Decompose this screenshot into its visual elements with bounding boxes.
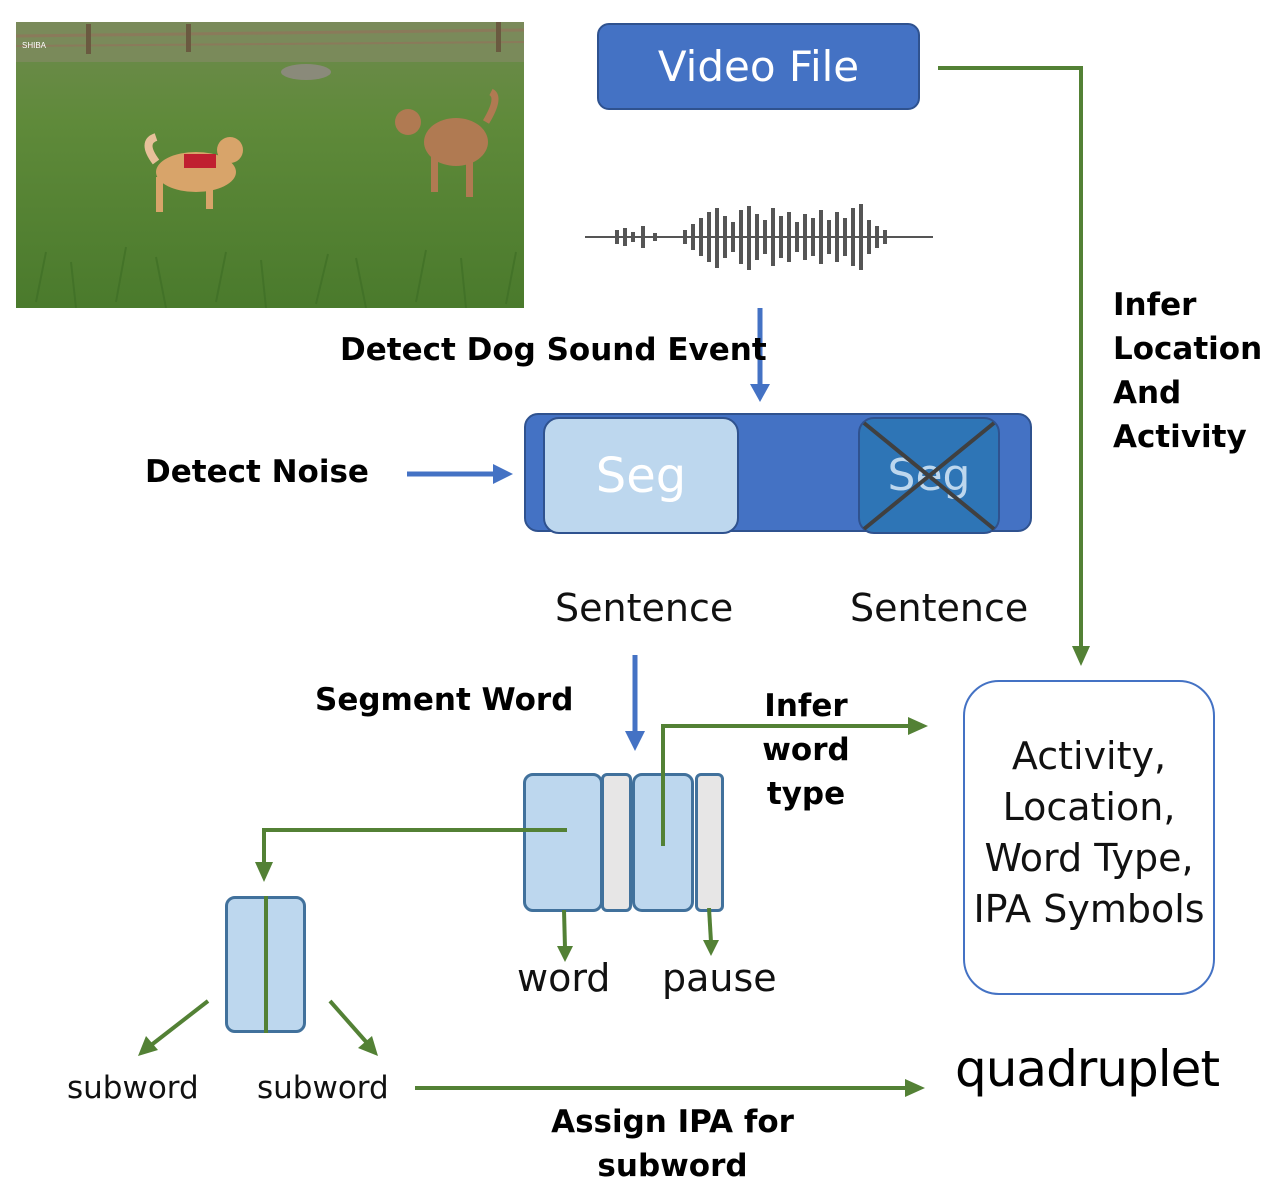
- sentence-label-2: Sentence: [850, 586, 1029, 630]
- pause-block-1: [601, 773, 632, 912]
- result-line-location: Location,: [1002, 785, 1176, 829]
- pause-label-arrow: [703, 908, 719, 956]
- type-line: type: [766, 776, 846, 812]
- sentence-label-1: Sentence: [555, 586, 734, 630]
- detect-sound-arrow: [750, 308, 770, 402]
- quadruplet-label: quadruplet: [955, 1040, 1220, 1098]
- subword-label-1: subword: [67, 1070, 199, 1106]
- assign-ipa-arrow: [415, 1079, 925, 1097]
- segment-word-label: Segment Word: [315, 682, 574, 718]
- pause-label: pause: [662, 956, 777, 1000]
- detect-noise-label: Detect Noise: [145, 454, 369, 490]
- photo-watermark: SHIBA: [22, 41, 47, 50]
- detect-noise-arrow: [407, 464, 513, 484]
- brown-dog: [395, 88, 499, 197]
- word-block-1: [523, 773, 603, 912]
- word-label: word: [517, 956, 611, 1000]
- video-file-label: Video File: [657, 42, 860, 91]
- assign-ipa-label: Assign IPA for subword: [540, 1100, 805, 1188]
- cross-out-icon: [862, 421, 996, 531]
- result-line-activity: Activity,: [1011, 734, 1167, 778]
- subword-split-line: [264, 896, 268, 1033]
- infer-word-line: Infer word: [762, 688, 850, 768]
- subword-line: subword: [597, 1148, 748, 1184]
- word-label-arrow: [557, 910, 573, 962]
- location-line: Location: [1113, 331, 1263, 367]
- and-line: And: [1113, 375, 1182, 411]
- subword-left-arrow: [138, 999, 210, 1056]
- dogs-in-field-photo: SHIBA: [16, 22, 524, 308]
- quadruplet-box: [963, 680, 1215, 995]
- video-file-box: Video File: [597, 23, 920, 110]
- waveform-icon: [585, 204, 933, 270]
- seg-kept-label: Seg: [595, 447, 687, 504]
- detect-dog-sound-event-label: Detect Dog Sound Event: [340, 332, 767, 368]
- subword-label-2: subword: [257, 1070, 389, 1106]
- result-line-word-type: Word Type,: [984, 836, 1194, 880]
- seg-kept-box: Seg: [543, 417, 739, 534]
- infer-word-type-label: Infer word type: [720, 684, 892, 816]
- infer-location-activity-label: Infer Location And Activity: [1113, 283, 1262, 459]
- activity-line: Activity: [1113, 419, 1247, 455]
- assign-ipa-line: Assign IPA for: [551, 1104, 794, 1140]
- infer-location-arrow: [938, 66, 1090, 666]
- infer-word-type-arrow: [661, 717, 928, 846]
- split-word-arrow: [255, 828, 567, 882]
- infer-line: Infer: [1113, 287, 1197, 323]
- segment-word-arrow: [625, 655, 645, 751]
- result-line-ipa-symbols: IPA Symbols: [973, 887, 1205, 931]
- subword-right-arrow: [328, 999, 378, 1056]
